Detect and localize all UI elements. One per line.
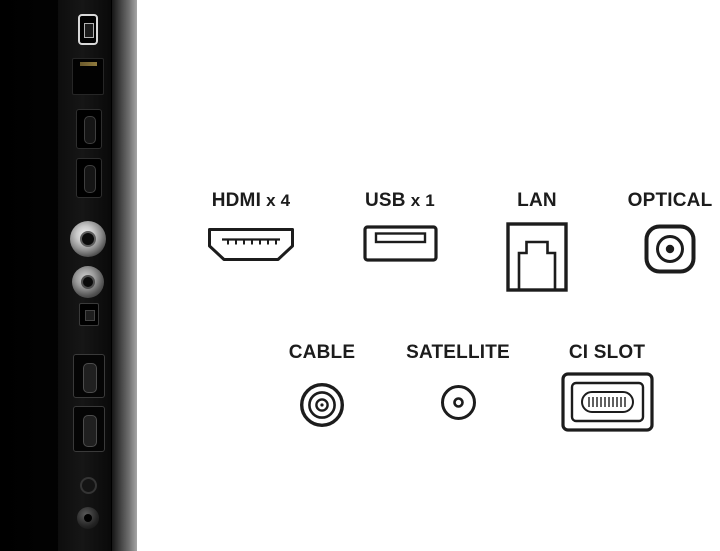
panel-edge xyxy=(111,0,137,551)
lan-label: LAN xyxy=(486,190,588,212)
hdmi-label-name: HDMI xyxy=(211,190,262,211)
ci-slot-label: CI SLOT xyxy=(558,342,656,364)
optical-label-name: OPTICAL xyxy=(627,190,713,211)
satellite-label: SATELLITE xyxy=(402,342,514,364)
ci-slot-icon xyxy=(560,372,654,432)
usb-port-icon xyxy=(362,225,438,262)
panel-hdmi-slot-3 xyxy=(83,363,97,393)
panel-hdmi-slot-4 xyxy=(83,415,97,447)
panel-hdmi-slot-2 xyxy=(84,165,96,193)
usb-label-count: x 1 xyxy=(410,191,435,210)
cable-port-icon xyxy=(300,383,344,427)
panel-usb-tongue xyxy=(84,23,94,38)
legend-item-optical: OPTICAL xyxy=(620,190,720,274)
panel-hdmi-port-4 xyxy=(73,406,105,452)
panel-ethernet-port xyxy=(72,58,104,95)
usb-label-name: USB xyxy=(365,190,406,211)
cable-label: CABLE xyxy=(272,342,372,364)
tv-side-panel-photo xyxy=(0,0,137,551)
panel-antenna-port-1 xyxy=(70,221,106,257)
panel-antenna-port-2 xyxy=(72,266,104,298)
legend-item-lan: LAN xyxy=(486,190,588,292)
legend-item-cable: CABLE xyxy=(272,342,372,428)
panel-usb-port xyxy=(78,14,98,45)
lan-port-icon xyxy=(506,222,568,292)
legend-item-satellite: SATELLITE xyxy=(402,342,514,421)
satellite-label-name: SATELLITE xyxy=(406,342,510,363)
panel-optical-port xyxy=(79,303,99,326)
panel-hdmi-port-3 xyxy=(73,354,105,398)
panel-hdmi-port-1 xyxy=(76,109,102,149)
satellite-port-icon xyxy=(440,385,476,420)
ci-slot-label-name: CI SLOT xyxy=(568,342,646,363)
hdmi-label-count: x 4 xyxy=(266,191,291,210)
optical-label: OPTICAL xyxy=(620,190,720,212)
hdmi-port-icon xyxy=(208,228,294,261)
panel-hdmi-slot-1 xyxy=(84,116,96,144)
lan-label-name: LAN xyxy=(517,190,557,211)
legend-item-ci-slot: CI SLOT xyxy=(558,342,656,432)
panel-ethernet-pins xyxy=(80,62,97,66)
panel-av-jack-2 xyxy=(77,507,99,529)
optical-port-icon xyxy=(644,224,696,274)
panel-av-jack-1 xyxy=(80,477,97,494)
panel-hdmi-port-2 xyxy=(76,158,102,198)
cable-label-name: CABLE xyxy=(288,342,356,363)
